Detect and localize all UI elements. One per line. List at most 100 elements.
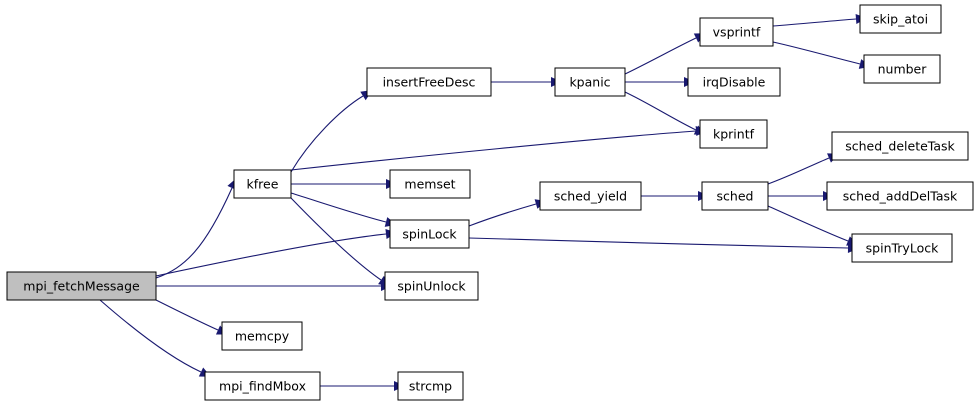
node-vsprintf[interactable]: vsprintf <box>699 17 774 47</box>
edge-sched-to-sched_deleteTask <box>767 153 840 185</box>
node-sched_yield[interactable]: sched_yield <box>539 181 642 211</box>
node-box[interactable] <box>859 4 942 34</box>
edge-mpi_fetchMessage-to-spinLock <box>155 229 397 277</box>
node-label: kfree <box>247 177 279 192</box>
node-label: sched_deleteTask <box>845 139 955 154</box>
edge-kpanic-to-irqDisable <box>625 77 695 87</box>
node-box[interactable] <box>863 54 941 84</box>
edge-kfree-to-kprintf <box>290 126 707 171</box>
node-sched_deleteTask[interactable]: sched_deleteTask <box>831 131 969 161</box>
edge-sched_yield-to-sched <box>641 191 709 201</box>
node-box[interactable] <box>699 17 774 47</box>
edge-line <box>290 192 387 223</box>
node-label: mpi_findMbox <box>219 379 306 394</box>
edge-kfree-to-memset <box>291 179 397 189</box>
edge-line <box>772 18 857 27</box>
edge-spinLock-to-spinTryLock <box>468 237 859 253</box>
node-number[interactable]: number <box>863 54 941 84</box>
edge-line <box>290 95 364 173</box>
node-box[interactable] <box>389 219 470 249</box>
node-label: spinUnlock <box>397 279 466 294</box>
edge-spinLock-to-sched_yield <box>468 199 547 227</box>
edge-line <box>767 205 849 242</box>
edge-sched-to-spinTryLock <box>767 205 859 246</box>
node-label: sched_yield <box>554 189 627 204</box>
node-insertFreeDesc[interactable]: insertFreeDesc <box>366 67 492 97</box>
node-sched[interactable]: sched <box>701 181 769 211</box>
edge-line <box>290 197 382 281</box>
edge-mpi_fetchMessage-to-mpi_findMbox <box>99 299 211 377</box>
node-box[interactable] <box>699 119 768 149</box>
node-box[interactable] <box>221 321 303 351</box>
edge-vsprintf-to-skip_atoi <box>772 14 867 27</box>
node-label: strcmp <box>409 379 452 394</box>
node-box[interactable] <box>831 131 969 161</box>
edge-line <box>290 130 697 171</box>
node-label: skip_atoi <box>873 12 928 27</box>
edge-line <box>624 91 697 131</box>
edge-line <box>155 299 219 331</box>
node-spinTryLock[interactable]: spinTryLock <box>851 233 953 263</box>
nodes-layer: mpi_fetchMessage kfree memcpy mpi_findMbox s… <box>6 4 974 401</box>
node-label: mpi_fetchMessage <box>23 279 140 294</box>
edge-line <box>772 41 861 65</box>
edge-line <box>155 187 233 279</box>
node-box[interactable] <box>389 169 471 199</box>
edge-mpi_fetchMessage-to-kfree <box>155 177 237 279</box>
node-box[interactable] <box>6 271 157 301</box>
node-label: spinTryLock <box>866 241 939 256</box>
edge-line <box>767 157 830 185</box>
node-kpanic[interactable]: kpanic <box>554 67 626 97</box>
node-box[interactable] <box>384 271 479 301</box>
edge-kfree-to-spinLock <box>290 192 397 227</box>
node-sched_addDelTask[interactable]: sched_addDelTask <box>826 181 974 211</box>
node-label: spinLock <box>402 227 457 242</box>
edge-line <box>624 37 697 75</box>
node-box[interactable] <box>554 67 626 97</box>
edge-kfree-to-spinUnlock <box>290 197 390 287</box>
edge-mpi_fetchMessage-to-memcpy <box>155 299 229 335</box>
edge-kpanic-to-kprintf <box>624 91 706 135</box>
node-label: number <box>878 62 928 77</box>
edge-mpi_fetchMessage-to-spinUnlock <box>156 281 392 291</box>
edge-mpi_findMbox-to-strcmp <box>320 381 405 391</box>
node-box[interactable] <box>687 67 781 97</box>
node-label: vsprintf <box>713 25 761 40</box>
node-box[interactable] <box>826 181 974 211</box>
node-memcpy[interactable]: memcpy <box>221 321 303 351</box>
node-label: kprintf <box>713 127 755 142</box>
node-box[interactable] <box>204 371 321 401</box>
node-label: memcpy <box>235 329 290 344</box>
node-label: memset <box>404 177 455 192</box>
node-box[interactable] <box>397 371 464 401</box>
node-box[interactable] <box>366 67 492 97</box>
node-mpi_findMbox[interactable]: mpi_findMbox <box>204 371 321 401</box>
edge-line <box>468 203 537 227</box>
node-irqDisable[interactable]: irqDisable <box>687 67 781 97</box>
node-mpi_fetchMessage[interactable]: mpi_fetchMessage <box>6 271 157 301</box>
node-box[interactable] <box>851 233 953 263</box>
edge-line <box>99 299 202 373</box>
node-spinLock[interactable]: spinLock <box>389 219 470 249</box>
node-label: irqDisable <box>703 75 766 90</box>
node-kfree[interactable]: kfree <box>233 169 292 199</box>
edge-line <box>468 237 849 249</box>
node-kprintf[interactable]: kprintf <box>699 119 768 149</box>
node-label: sched <box>717 189 754 204</box>
node-box[interactable] <box>701 181 769 211</box>
node-box[interactable] <box>233 169 292 199</box>
edge-kfree-to-insertFreeDesc <box>290 90 373 173</box>
node-spinUnlock[interactable]: spinUnlock <box>384 271 479 301</box>
edge-line <box>155 233 387 277</box>
node-strcmp[interactable]: strcmp <box>397 371 464 401</box>
node-label: insertFreeDesc <box>383 75 476 90</box>
node-memset[interactable]: memset <box>389 169 471 199</box>
edge-insertFreeDesc-to-kpanic <box>491 77 562 87</box>
node-box[interactable] <box>539 181 642 211</box>
edge-sched-to-sched_addDelTask <box>768 191 834 201</box>
edge-vsprintf-to-number <box>772 41 871 69</box>
node-skip_atoi[interactable]: skip_atoi <box>859 4 942 34</box>
node-label: kpanic <box>569 75 610 90</box>
